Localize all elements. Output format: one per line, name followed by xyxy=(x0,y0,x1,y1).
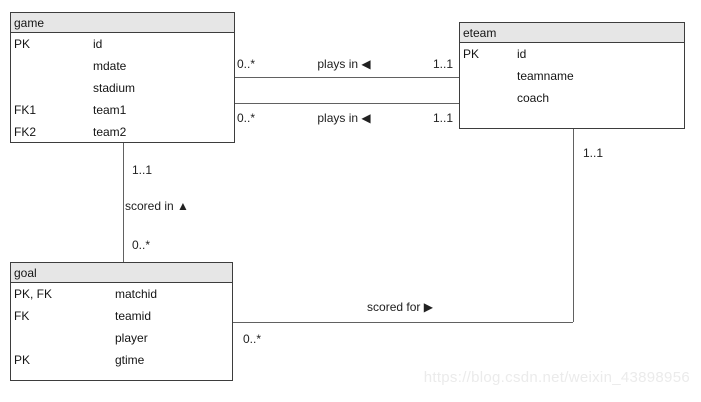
connector-plays-in-2-line xyxy=(235,103,459,104)
cardinality-label: 0..* xyxy=(237,57,256,71)
table-row: FK2 team2 xyxy=(11,121,234,143)
entity-goal: goal PK, FK matchid FK teamid player PK … xyxy=(10,262,233,381)
watermark-url: https://blog.csdn.net/weixin_43898956 xyxy=(423,369,690,386)
table-row: player xyxy=(11,327,232,349)
plays-in-2-labels: 0..* plays in ◀ 1..1 xyxy=(237,111,453,125)
row-attr-label: id xyxy=(93,37,103,51)
row-key-label: FK xyxy=(14,309,30,323)
plays-in-1-labels: 0..* plays in ◀ 1..1 xyxy=(237,57,453,71)
row-attr-label: team2 xyxy=(93,125,127,139)
connector-scored-for-line-vertical xyxy=(573,129,574,322)
table-row: PK, FK matchid xyxy=(11,283,232,305)
cardinality-label: 0..* xyxy=(237,111,256,125)
row-key-label xyxy=(11,327,115,349)
row-attr-label: player xyxy=(115,331,148,345)
connector-plays-in-1-line xyxy=(235,77,459,78)
entity-game-title: game xyxy=(11,13,234,33)
table-row: PK gtime xyxy=(11,349,232,371)
table-row: teamname xyxy=(460,65,684,87)
row-attr-label: stadium xyxy=(93,81,136,95)
table-row: FK teamid xyxy=(11,305,232,327)
connector-scored-in-line xyxy=(123,143,124,262)
relationship-label: scored in ▲ xyxy=(125,199,189,213)
row-attr-label: teamid xyxy=(115,309,152,323)
row-attr-label: mdate xyxy=(93,59,127,73)
cardinality-label: 0..* xyxy=(243,332,262,346)
row-attr-label: teamname xyxy=(517,69,574,83)
row-attr-label: team1 xyxy=(93,103,127,117)
entity-goal-title: goal xyxy=(11,263,232,283)
cardinality-label: 0..* xyxy=(132,238,151,252)
row-attr-label: id xyxy=(517,47,527,61)
table-row: PK id xyxy=(11,33,234,55)
entity-game: game PK id mdate stadium FK1 team1 FK2 t… xyxy=(10,12,235,143)
cardinality-label: 1..1 xyxy=(132,163,153,177)
table-row: mdate xyxy=(11,55,234,77)
relationship-label: plays in ◀ xyxy=(317,111,371,125)
cardinality-label: 1..1 xyxy=(583,146,604,160)
connector-scored-for-line-horizontal xyxy=(233,322,573,323)
entity-eteam: eteam PK id teamname coach xyxy=(459,22,685,129)
row-key-label: PK xyxy=(14,37,31,51)
row-key-label: FK1 xyxy=(14,103,37,117)
row-key-label: PK xyxy=(14,353,31,367)
row-attr-label: coach xyxy=(517,91,550,105)
row-key-label: PK xyxy=(463,47,480,61)
row-key-label xyxy=(460,87,517,109)
row-attr-label: matchid xyxy=(115,287,158,301)
row-key-label xyxy=(460,65,517,87)
row-key-label xyxy=(11,77,93,99)
row-key-label: FK2 xyxy=(14,125,37,139)
entity-eteam-title: eteam xyxy=(460,23,684,43)
table-row: FK1 team1 xyxy=(11,99,234,121)
relationship-label: plays in ◀ xyxy=(317,57,371,71)
cardinality-label: 1..1 xyxy=(432,57,453,71)
table-row: coach xyxy=(460,87,684,109)
table-row: stadium xyxy=(11,77,234,99)
relationship-label: scored for ▶ xyxy=(367,300,433,314)
table-row: PK id xyxy=(460,43,684,65)
cardinality-label: 1..1 xyxy=(432,111,453,125)
row-key-label: PK, FK xyxy=(14,287,53,301)
row-attr-label: gtime xyxy=(115,353,145,367)
row-key-label xyxy=(11,55,93,77)
